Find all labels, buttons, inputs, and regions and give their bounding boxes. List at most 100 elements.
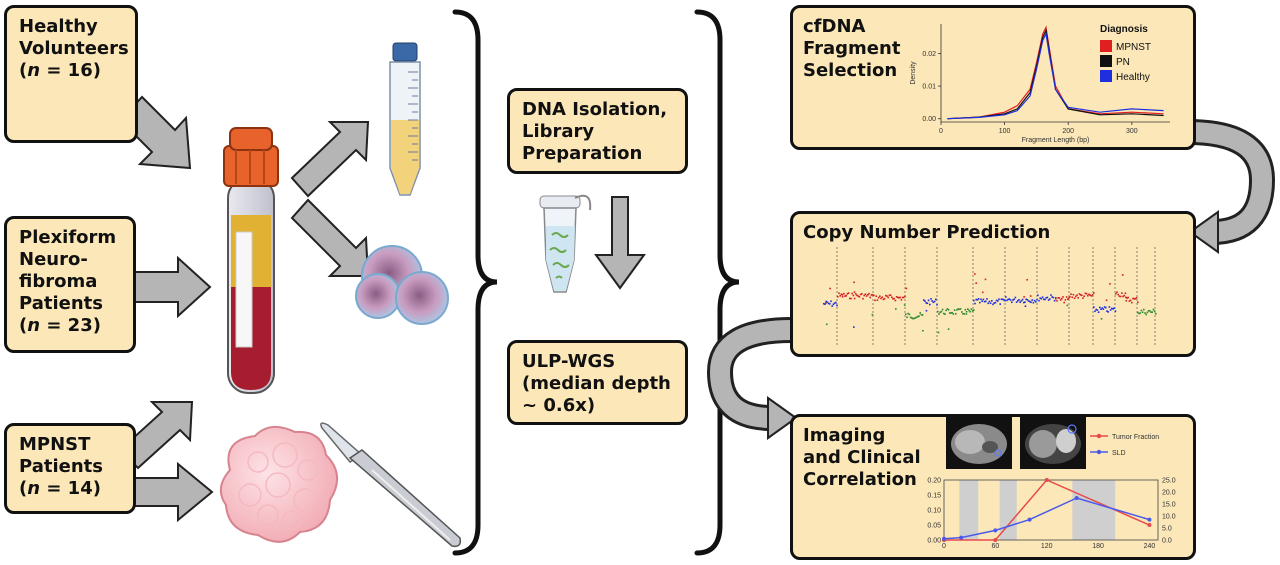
copy-number-point [1030, 301, 1032, 304]
plexiform-neurofibroma-box: Plexiform Neuro- fibroma Patients (n = 2… [4, 216, 136, 353]
copy-number-point [1071, 296, 1073, 299]
copy-number-point [1111, 307, 1113, 310]
copy-number-point [1053, 299, 1056, 302]
copy-number-point [1061, 297, 1063, 300]
copy-number-point [1018, 298, 1020, 301]
copy-number-point [969, 310, 971, 313]
copy-number-point [1133, 298, 1135, 300]
imaging-y-left-tick-label: 0.20 [927, 478, 941, 485]
copy-number-point [856, 294, 858, 297]
copy-number-point [959, 308, 962, 310]
copy-number-point [1058, 297, 1061, 299]
copy-number-segment [905, 312, 924, 320]
copy-number-point [864, 293, 867, 295]
copy-number-point [1065, 296, 1068, 298]
copy-number-point [1052, 296, 1055, 299]
imaging-series-point [1027, 517, 1032, 522]
copy-number-outlier [1125, 299, 1128, 302]
copy-number-point [1041, 296, 1044, 298]
copy-number-outlier [965, 313, 968, 315]
copy-number-point [938, 313, 940, 315]
copy-number-outlier [1105, 299, 1108, 302]
copy-number-point [1094, 310, 1096, 313]
copy-number-point [946, 308, 949, 310]
copy-number-point [851, 292, 853, 295]
copy-number-point [965, 310, 968, 313]
copy-number-point [975, 298, 977, 301]
copy-number-point [1050, 294, 1052, 296]
copy-number-point [1096, 309, 1099, 311]
copy-number-point [962, 312, 964, 315]
imaging-y-left-tick-label: 0.00 [927, 538, 941, 545]
density-x-tick-label: 300 [1126, 128, 1138, 135]
copy-number-outlier [1026, 278, 1028, 281]
tumor-tissue-icon [219, 425, 338, 543]
copy-number-point [876, 299, 879, 301]
copy-number-point [932, 301, 935, 304]
copy-number-point [987, 302, 989, 305]
copy-number-point [881, 296, 883, 299]
copy-number-point [936, 303, 938, 306]
imaging-y-left-tick-label: 0.10 [927, 508, 941, 515]
copy-number-point [835, 301, 837, 304]
density-x-tick-label: 200 [1062, 128, 1074, 135]
copy-number-point [901, 296, 904, 299]
arrow-mpnst-to-tube [118, 401, 194, 470]
copy-number-point [1149, 310, 1151, 312]
copy-number-point [1099, 306, 1101, 309]
copy-number-point [1009, 299, 1012, 301]
copy-number-point [1113, 307, 1115, 309]
copy-number-point [839, 294, 841, 297]
plasma-conical-tube-icon [389, 42, 421, 196]
copy-number-point [894, 299, 897, 302]
copy-number-point [857, 295, 859, 297]
copy-number-point [1116, 291, 1118, 293]
density-legend-swatch [1100, 55, 1112, 67]
copy-number-point [893, 297, 895, 300]
imaging-series-point [1147, 517, 1152, 522]
copy-number-point [1076, 294, 1078, 296]
copy-number-point [1014, 296, 1017, 299]
copy-number-point [1097, 311, 1100, 314]
copy-number-point [1134, 297, 1137, 300]
imaging-y-right-tick-label: 20.0 [1162, 490, 1176, 497]
imaging-x-tick-label: 180 [1092, 543, 1104, 550]
copy-number-point [865, 295, 868, 297]
copy-number-point [826, 301, 829, 304]
copy-number-point [1001, 298, 1004, 301]
copy-number-segment [1125, 296, 1139, 304]
imaging-series-point [993, 538, 998, 542]
copy-number-point [897, 296, 899, 299]
imaging-legend-marker [1096, 433, 1102, 439]
copy-number-point [1091, 293, 1094, 296]
copy-number-point [997, 300, 999, 302]
copy-number-point [888, 294, 891, 297]
copy-number-point [1155, 312, 1157, 315]
copy-number-outlier [905, 287, 908, 290]
copy-number-point [961, 311, 963, 313]
copy-number-point [1039, 297, 1041, 299]
mpnst-patients-label: MPNST Patients [19, 434, 103, 477]
copy-number-segment [973, 298, 1006, 306]
imaging-plot-frame [943, 479, 1159, 541]
copy-number-point [852, 294, 855, 297]
density-y-label: Density [910, 61, 917, 85]
copy-number-point [1088, 293, 1090, 296]
copy-number-point [1084, 292, 1087, 295]
copy-number-point [863, 294, 865, 297]
healthy-volunteers-label: Healthy Volunteers [19, 16, 129, 59]
copy-number-point [1049, 298, 1051, 300]
copy-number-point [953, 309, 956, 311]
copy-number-segment [1037, 294, 1057, 302]
arrow-tube-to-plasma [290, 121, 370, 198]
plexiform-neurofibroma-label: Plexiform Neuro- fibroma Patients [19, 227, 117, 314]
copy-number-outlier [841, 294, 844, 296]
copy-number-outlier [925, 309, 928, 312]
copy-number-point [1078, 293, 1081, 295]
imaging-y-left-tick-label: 0.05 [927, 523, 941, 530]
copy-number-point [995, 299, 998, 302]
copy-number-point [1004, 299, 1006, 302]
imaging-series-line [944, 479, 1150, 541]
copy-number-point [1029, 300, 1031, 303]
copy-number-outlier [1023, 296, 1025, 298]
